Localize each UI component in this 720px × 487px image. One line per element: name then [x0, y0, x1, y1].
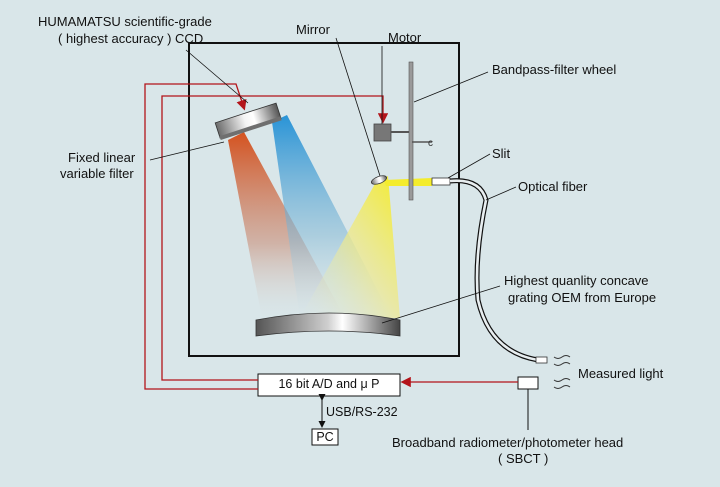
- optical-fiber-label: Optical fiber: [518, 179, 588, 194]
- measured-light-arrows: [553, 355, 571, 389]
- yellow-beam-from-slit: [384, 178, 432, 186]
- concave-grating: [255, 312, 401, 337]
- grating-label-line2: grating OEM from Europe: [508, 290, 657, 305]
- slit: [431, 177, 451, 186]
- linear-filter-label-line2: variable filter: [60, 166, 134, 181]
- yellow-beam-to-grating: [300, 176, 400, 318]
- sbct-label-line2: ( SBCT ): [498, 451, 549, 466]
- filter-wheel-label: Bandpass-filter wheel: [492, 62, 617, 77]
- usb-label: USB/RS-232: [326, 405, 398, 419]
- ccd-detector: [214, 102, 282, 141]
- pc-box: [311, 428, 339, 446]
- leader-lines: [149, 37, 517, 324]
- bandpass-filter-wheel: [408, 61, 414, 201]
- adc-box: [257, 373, 401, 397]
- ccd-label-line2: ( highest accuracy ) CCD: [58, 31, 204, 46]
- signal-wiring: [144, 83, 518, 390]
- radiometer-head: [517, 376, 539, 390]
- optical-fiber: [449, 178, 539, 363]
- motor-label: Motor: [388, 30, 422, 45]
- slit-label: Slit: [492, 146, 511, 161]
- spectrometer-housing: [188, 42, 460, 357]
- pc-label: PC: [316, 430, 334, 444]
- measured-light-label: Measured light: [578, 366, 664, 381]
- adc-label: 16 bit A/D and μ P: [278, 377, 380, 391]
- mirror-label: Mirror: [296, 22, 330, 37]
- linear-filter-label-line1: Fixed linear: [68, 150, 136, 165]
- sbct-label-line1: Broadband radiometer/photometer head: [392, 435, 624, 450]
- fiber-end: [535, 356, 548, 364]
- mirror: [370, 175, 388, 185]
- ccd-label-line1: HUMAMATSU scientific-grade: [38, 14, 212, 29]
- svg-text:c: c: [428, 138, 433, 149]
- grating-label-line1: Highest quanlity concave: [504, 273, 649, 288]
- motor: [373, 123, 392, 142]
